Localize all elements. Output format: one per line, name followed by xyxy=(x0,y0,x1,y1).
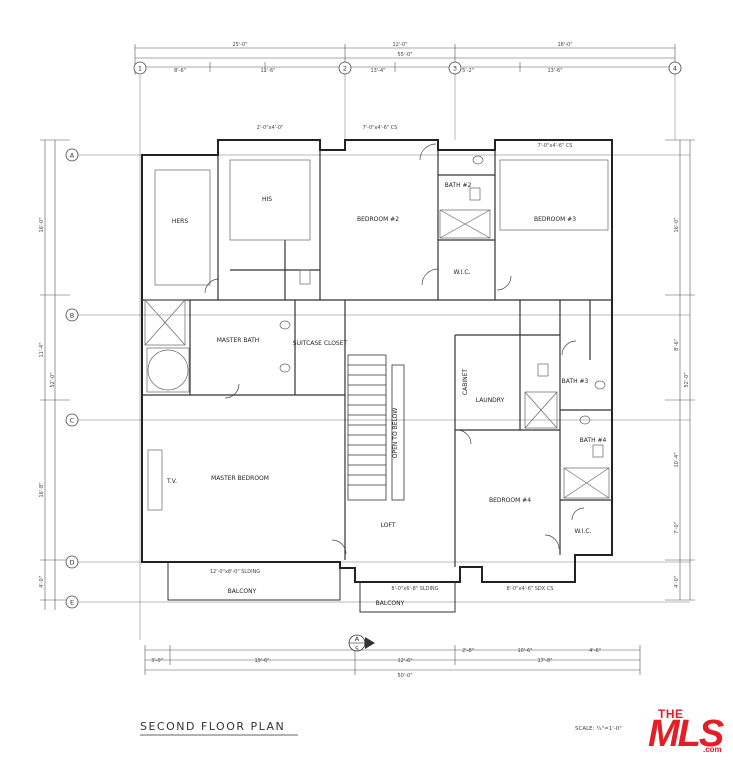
svg-text:11'-4": 11'-4" xyxy=(39,342,45,357)
grid-row-label: E xyxy=(70,599,74,607)
dimension-lines xyxy=(40,44,695,675)
room-labels: HERS HIS BEDROOM #2 BATH #2 BEDROOM #3 W… xyxy=(166,182,607,607)
interior-walls xyxy=(142,150,612,567)
drawing-title: SECOND FLOOR PLAN xyxy=(140,720,285,733)
svg-text:11'-6": 11'-6" xyxy=(260,68,275,74)
balconies xyxy=(167,562,456,613)
svg-text:12'-0": 12'-0" xyxy=(392,42,407,48)
room-label-bedroom-2: BEDROOM #2 xyxy=(357,216,399,223)
closet-outlines xyxy=(144,159,610,499)
svg-text:5: 5 xyxy=(355,645,359,653)
svg-text:50'-0": 50'-0" xyxy=(397,673,412,679)
room-label-master-bath: MASTER BATH xyxy=(217,337,260,344)
grid-row-label: A xyxy=(70,152,75,160)
svg-text:10'-6": 10'-6" xyxy=(517,648,532,654)
svg-text:13'-4": 13'-4" xyxy=(370,68,385,74)
exterior-walls xyxy=(141,139,613,583)
room-label-hers: HERS xyxy=(172,218,188,225)
room-label-bedroom-4: BEDROOM #4 xyxy=(489,497,531,504)
room-label-loft: LOFT xyxy=(381,522,396,529)
room-label-cabinet: CABINET xyxy=(462,369,469,395)
svg-text:2'-0"x4'-0": 2'-0"x4'-0" xyxy=(257,125,284,131)
svg-text:10'-4": 10'-4" xyxy=(674,452,680,467)
svg-text:7'-0": 7'-0" xyxy=(674,522,680,534)
svg-text:52'-0": 52'-0" xyxy=(684,372,690,387)
grid-col-label: 2 xyxy=(343,65,347,73)
svg-text:4'-0": 4'-0" xyxy=(674,576,680,588)
svg-text:55'-0": 55'-0" xyxy=(397,52,412,58)
svg-text:16'-0": 16'-0" xyxy=(674,217,680,232)
room-label-master-bedroom: MASTER BEDROOM xyxy=(211,475,269,482)
room-label-open-to-below: OPEN TO BELOW xyxy=(392,408,399,459)
drawing-scale: SCALE: ¼"=1'-0" xyxy=(575,726,622,732)
svg-text:A: A xyxy=(355,635,360,643)
svg-text:19'-6": 19'-6" xyxy=(254,658,269,664)
svg-text:5'-2": 5'-2" xyxy=(462,68,474,74)
window-tags: 2'-0"x4'-0" 7'-0"x4'-6" CS 7'-0"x4'-6" C… xyxy=(210,125,573,592)
svg-text:25'-0": 25'-0" xyxy=(232,42,247,48)
logo-com-text: .com xyxy=(703,745,722,754)
svg-text:7'-0"x4'-6" CS: 7'-0"x4'-6" CS xyxy=(538,143,573,149)
fixtures xyxy=(147,155,606,511)
svg-text:8'-0"x4'-6" SDX CS: 8'-0"x4'-6" SDX CS xyxy=(507,586,554,592)
svg-text:2'-8": 2'-8" xyxy=(462,648,474,654)
grid-row-label: C xyxy=(70,417,75,425)
dimension-labels: 25'-0" 12'-0" 18'-0" 55'-0" 8'-6" 11'-6"… xyxy=(39,42,690,679)
stair xyxy=(347,354,405,501)
svg-text:16'-8": 16'-8" xyxy=(39,482,45,497)
room-label-balcony-center: BALCONY xyxy=(376,600,405,607)
svg-text:7'-0"x4'-6" CS: 7'-0"x4'-6" CS xyxy=(363,125,398,131)
svg-text:8'-6": 8'-6" xyxy=(174,68,186,74)
grid-row-label: D xyxy=(69,559,74,567)
grid-col-label: 3 xyxy=(453,65,457,73)
room-label-bath-2: BATH #2 xyxy=(445,182,472,189)
svg-text:3'-0": 3'-0" xyxy=(151,658,163,664)
room-label-suitcase-closet: SUITCASE CLOSET xyxy=(293,340,348,347)
logo-the-text: THE xyxy=(658,707,684,721)
door-swings xyxy=(204,143,585,555)
section-marker: A 5 xyxy=(348,634,375,653)
svg-text:4'-0": 4'-0" xyxy=(39,576,45,588)
room-label-wic-lower: W.I.C. xyxy=(575,528,592,535)
svg-text:12'-0"x8'-0" SLDING: 12'-0"x8'-0" SLDING xyxy=(210,569,260,575)
svg-text:52'-0": 52'-0" xyxy=(50,372,56,387)
grid-lines xyxy=(75,75,690,640)
svg-text:12'-6": 12'-6" xyxy=(397,658,412,664)
grid-bubble-labels: 1 2 3 4 A B C D E xyxy=(69,65,677,607)
svg-text:8'-6": 8'-6" xyxy=(674,339,680,351)
svg-text:18'-0": 18'-0" xyxy=(557,42,572,48)
room-label-bath-3: BATH #3 xyxy=(562,378,589,385)
grid-row-label: B xyxy=(70,312,74,320)
grid-bubbles xyxy=(65,61,682,609)
room-label-bath-4: BATH #4 xyxy=(580,437,607,444)
room-label-tv: T.V. xyxy=(166,478,177,485)
mls-logo: THE MLS .com xyxy=(648,707,730,759)
grid-col-label: 1 xyxy=(138,65,142,73)
logo-mls-text: MLS xyxy=(648,713,724,755)
svg-text:4'-6": 4'-6" xyxy=(589,648,601,654)
svg-text:8'-0"x6'-8" SLDING: 8'-0"x6'-8" SLDING xyxy=(391,586,438,592)
room-label-his: HIS xyxy=(262,196,272,203)
svg-text:13'-6": 13'-6" xyxy=(547,68,562,74)
svg-text:17'-8": 17'-8" xyxy=(537,658,552,664)
room-label-balcony-left: BALCONY xyxy=(228,588,257,595)
room-label-bedroom-3: BEDROOM #3 xyxy=(534,216,576,223)
grid-col-label: 4 xyxy=(673,65,677,73)
room-label-laundry: LAUNDRY xyxy=(476,397,505,404)
room-label-wic-upper: W.I.C. xyxy=(454,269,471,276)
svg-text:16'-0": 16'-0" xyxy=(39,217,45,232)
